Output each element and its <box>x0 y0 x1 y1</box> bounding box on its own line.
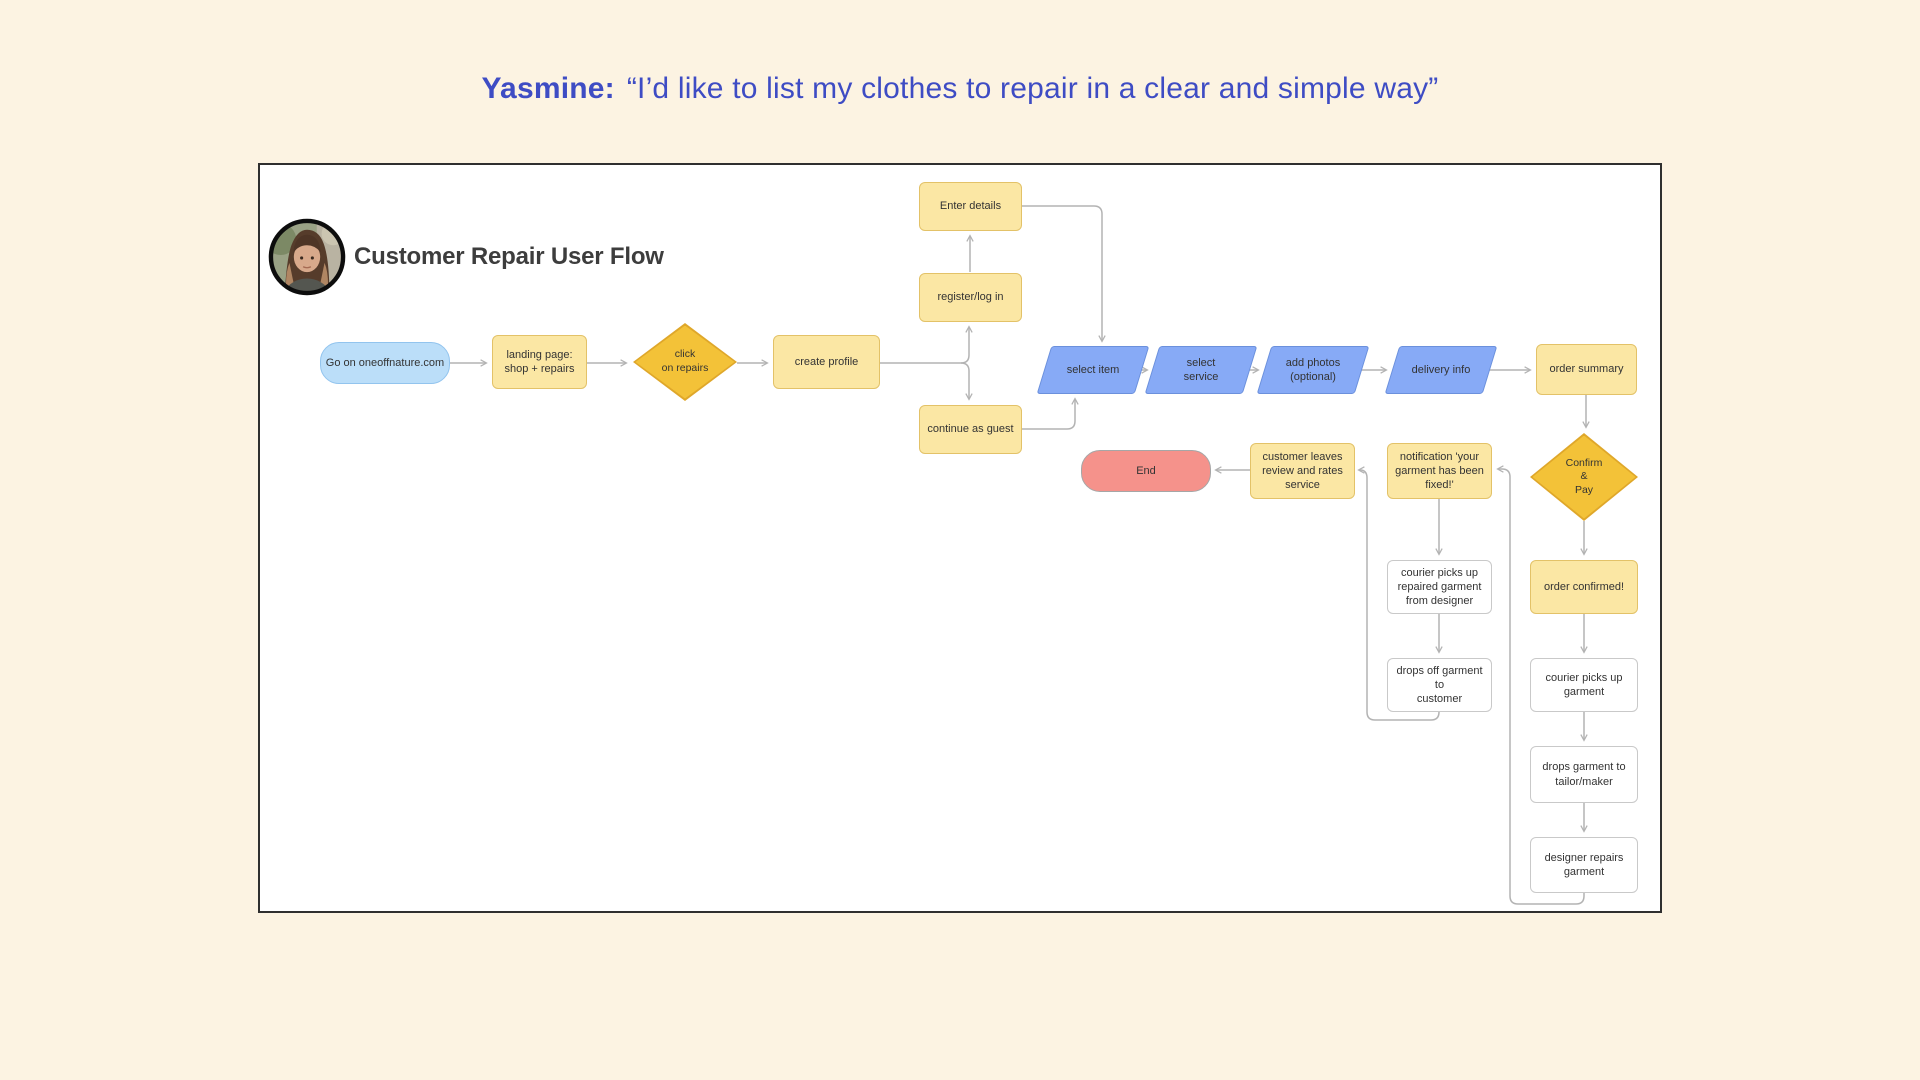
node-courier-picks-up-garment: courier picks up garment <box>1530 658 1638 712</box>
node-shape <box>919 405 1022 454</box>
node-label: select service <box>1183 356 1219 383</box>
node-shape <box>773 335 880 389</box>
node-shape <box>1530 560 1638 614</box>
node-designer-repairs-garment: designer repairs garment <box>1530 837 1638 893</box>
node-customer-leaves-review: customer leaves review and rates service <box>1250 443 1355 499</box>
node-confirm-and-pay: Confirm & Pay <box>1530 433 1638 521</box>
node-courier-picks-up-repaired: courier picks up repaired garment from d… <box>1387 560 1492 614</box>
edge-enter-to-select-item <box>1022 205 1106 343</box>
persona-quote-text: “I’d like to list my clothes to repair i… <box>626 72 1439 105</box>
node-drops-garment-to-tailor: drops garment to tailor/maker <box>1530 746 1638 803</box>
node-delivery-info: delivery info <box>1384 346 1498 394</box>
node-drops-off-to-customer: drops off garment to customer <box>1387 658 1492 712</box>
board-header: Customer Repair User Flow <box>268 217 664 297</box>
node-shape <box>1250 443 1355 499</box>
node-label: End <box>1136 464 1156 477</box>
node-create-profile: create profile <box>773 335 880 389</box>
flow-board: Customer Repair User Flow Go on oneoffna… <box>258 163 1662 913</box>
node-add-photos: add photos (optional) <box>1256 346 1370 394</box>
node-label: Enter details <box>939 200 1002 213</box>
node-end: End <box>1081 450 1211 492</box>
node-shape <box>1387 658 1492 712</box>
node-label: register/log in <box>937 291 1004 304</box>
node-shape <box>1530 837 1638 893</box>
node-order-confirmed: order confirmed! <box>1530 560 1638 614</box>
node-label: click on repairs <box>661 348 709 374</box>
node-label: drops off garment to customer <box>1396 664 1483 706</box>
node-shape <box>919 273 1022 322</box>
node-select-item: select item <box>1036 346 1150 394</box>
node-label: designer repairs garment <box>1544 851 1624 878</box>
node-continue-as-guest: continue as guest <box>919 405 1022 454</box>
edge-branch-to-guest <box>960 362 973 401</box>
board-title: Customer Repair User Flow <box>354 243 664 270</box>
node-label: add photos (optional) <box>1285 356 1341 383</box>
node-landing-page: landing page: shop + repairs <box>492 335 587 389</box>
node-label: delivery info <box>1411 363 1471 376</box>
node-label: drops garment to tailor/maker <box>1542 761 1626 788</box>
node-label: Go on oneoffnature.com <box>325 356 445 369</box>
node-label: Confirm & Pay <box>1565 456 1603 496</box>
avatar-photo <box>268 218 346 296</box>
node-label: order confirmed! <box>1543 580 1625 593</box>
node-shape <box>320 342 450 384</box>
node-shape <box>1387 443 1492 499</box>
node-label: notification 'your garment has been fixe… <box>1395 450 1484 492</box>
node-shape <box>1530 658 1638 712</box>
node-enter-details: Enter details <box>919 182 1022 231</box>
node-shape <box>1536 344 1637 395</box>
node-shape <box>919 182 1022 231</box>
flow-edges <box>450 205 1590 905</box>
persona-quote: Yasmine: “I’d like to list my clothes to … <box>0 72 1920 106</box>
edge-guest-to-select-item <box>1022 397 1079 430</box>
node-label: create profile <box>794 355 859 368</box>
node-click-on-repairs: click on repairs <box>633 323 737 401</box>
edge-designer-loop-to-notification <box>1496 465 1585 905</box>
node-notification-fixed: notification 'your garment has been fixe… <box>1387 443 1492 499</box>
node-shape <box>492 335 587 389</box>
node-label: courier picks up repaired garment from d… <box>1397 566 1482 608</box>
node-register-log-in: register/log in <box>919 273 1022 322</box>
node-label: landing page: shop + repairs <box>504 348 575 375</box>
flow-nodes: Go on oneoffnature.com landing page: shop… <box>260 165 1660 911</box>
node-select-service: select service <box>1144 346 1258 394</box>
node-label: continue as guest <box>927 423 1014 436</box>
node-label: courier picks up garment <box>1545 671 1623 698</box>
avatar <box>268 218 346 296</box>
node-shape <box>1387 560 1492 614</box>
node-shape <box>1081 450 1211 492</box>
edge-dropoff-loop-to-review <box>1357 466 1440 721</box>
node-label: customer leaves review and rates service <box>1262 450 1343 492</box>
node-label: order summary <box>1549 363 1624 376</box>
node-shape <box>1530 746 1638 803</box>
node-label: select item <box>1066 363 1120 376</box>
node-order-summary: order summary <box>1536 344 1637 395</box>
persona-name: Yasmine: <box>481 72 615 105</box>
node-go-on-oneoffnature: Go on oneoffnature.com <box>320 342 450 384</box>
